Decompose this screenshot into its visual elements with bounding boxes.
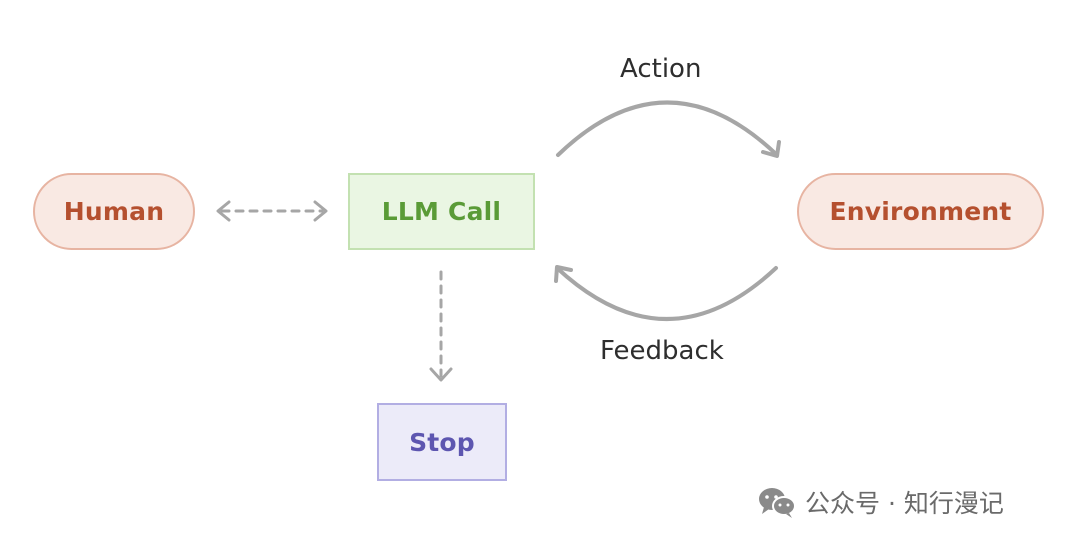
feedback-arrow — [554, 265, 778, 321]
wechat-icon — [759, 488, 796, 518]
human-llm-dashed-arrow — [216, 200, 328, 222]
human-node: Human — [33, 173, 195, 250]
stop-node: Stop — [377, 403, 507, 481]
llm-stop-dashed-arrow — [429, 270, 453, 382]
llm-call-node: LLM Call — [348, 173, 535, 250]
action-label: Action — [620, 54, 702, 84]
feedback-label: Feedback — [600, 336, 724, 366]
action-arrow — [556, 100, 781, 158]
watermark: 公众号 · 知行漫记 — [757, 484, 1004, 520]
watermark-text: 公众号 · 知行漫记 — [805, 489, 1004, 518]
environment-node: Environment — [797, 173, 1044, 250]
